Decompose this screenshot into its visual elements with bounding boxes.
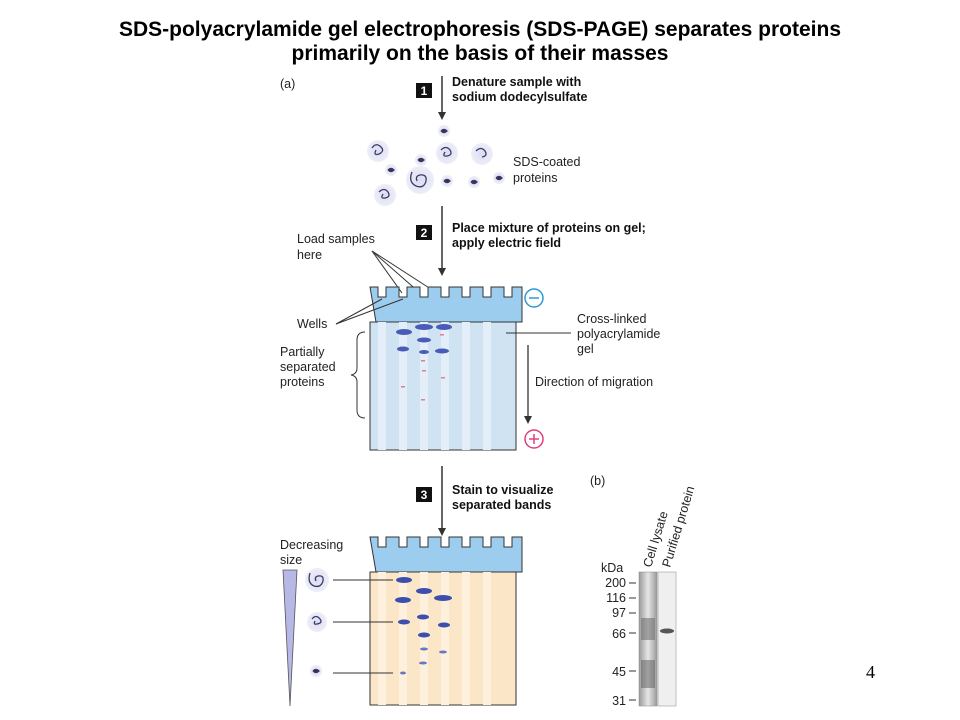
step-1-box: [416, 83, 432, 98]
gel-line-2: polyacrylamide: [577, 327, 660, 341]
decreasing-size-wedge: [282, 569, 298, 707]
step-1-number: 1: [421, 84, 428, 98]
step-3-line-2: separated bands: [452, 498, 551, 512]
step-2-line-1: Place mixture of proteins on gel;: [452, 221, 646, 235]
decreasing-line-2: size: [280, 553, 302, 567]
coated-line-1: SDS-coated: [513, 155, 580, 169]
step-3-number: 3: [421, 488, 428, 502]
step-1-line-1: Denature sample with: [452, 75, 581, 89]
load-line-1: Load samples: [297, 232, 375, 246]
step-3-line-1: Stain to visualize: [452, 483, 553, 497]
gel-stained: [369, 536, 523, 706]
title-line-1: SDS-polyacrylamide gel electrophoresis (…: [118, 18, 841, 41]
marker-116: 116: [606, 591, 626, 605]
negative-electrode-icon: [524, 288, 544, 308]
migration-label: Direction of migration: [535, 375, 653, 389]
gel-running: [369, 286, 523, 451]
size-legend-proteins: [305, 568, 329, 677]
step-1-line-2: sodium dodecylsulfate: [452, 90, 587, 104]
wells-pointer-lines: [335, 298, 404, 325]
title-line-2: primarily on the basis of their masses: [291, 42, 669, 65]
positive-electrode-icon: [524, 429, 544, 449]
load-line-2: here: [297, 248, 322, 262]
marker-31: 31: [612, 694, 626, 708]
partial-line-3: proteins: [280, 375, 324, 389]
marker-200: 200: [605, 576, 626, 590]
partial-line-2: separated: [280, 360, 336, 374]
step-2-line-2: apply electric field: [452, 236, 561, 250]
panel-b-label: (b): [590, 474, 605, 488]
wells-label: Wells: [297, 317, 327, 331]
marker-97: 97: [612, 606, 626, 620]
decreasing-line-1: Decreasing: [280, 538, 343, 552]
sds-coated-proteins: [367, 125, 505, 206]
load-pointer-lines: [371, 250, 438, 294]
western-blot-lanes: [638, 571, 677, 707]
marker-66: 66: [612, 627, 626, 641]
size-legend-lines: [333, 579, 393, 674]
partial-line-1: Partially: [280, 345, 325, 359]
marker-45: 45: [612, 665, 626, 679]
gel-line-3: gel: [577, 342, 594, 356]
step-2-box: [416, 225, 432, 240]
slide-title: SDS-polyacrylamide gel electrophoresis (…: [0, 18, 960, 66]
step-3-box: [416, 487, 432, 502]
coated-line-2: proteins: [513, 171, 557, 185]
kda-unit-label: kDa: [601, 561, 623, 575]
step-2-number: 2: [421, 226, 428, 240]
marker-ticks: [629, 582, 636, 701]
gel-line-1: Cross-linked: [577, 312, 647, 326]
page-number: 4: [866, 662, 875, 682]
partial-brace: [350, 331, 366, 419]
panel-a-label: (a): [280, 77, 295, 91]
